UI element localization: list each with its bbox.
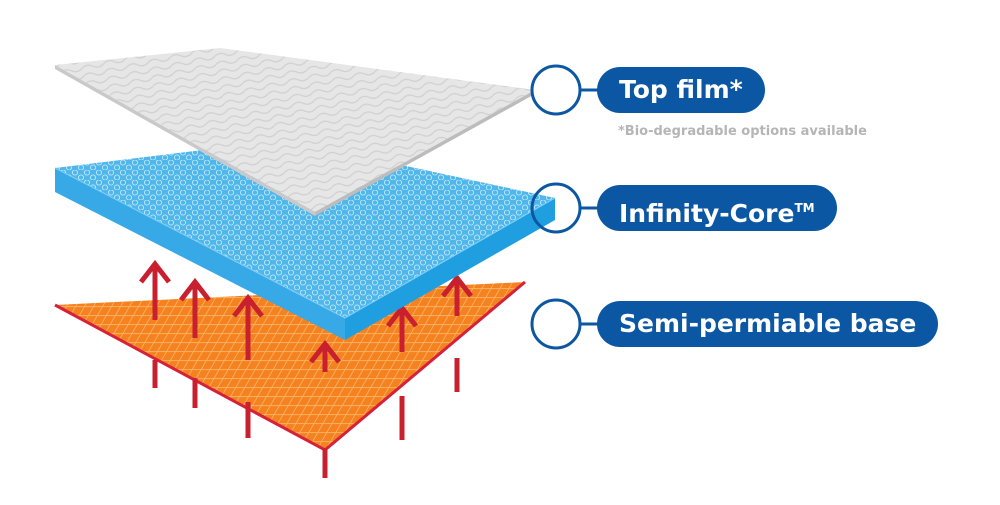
label-top-film-text: Top film* <box>619 75 743 104</box>
label-top-film: Top film* <box>597 67 765 113</box>
connector-base <box>530 298 600 350</box>
up-arrow-icon <box>179 277 211 338</box>
top-film-layer <box>55 48 535 216</box>
label-semi-permiable-base-text: Semi-permiable base <box>619 309 917 338</box>
note-bio-degradable: *Bio-degradable options available <box>618 124 867 139</box>
core-layer <box>54 140 556 340</box>
label-infinity-core: Infinity-CoreTM <box>597 185 837 231</box>
label-infinity-core-text: Infinity-Core <box>619 199 795 228</box>
connector-circle-icon <box>530 64 582 116</box>
up-arrow-icon <box>309 339 341 372</box>
up-arrow-icon <box>441 273 473 316</box>
up-arrow-icon <box>139 259 171 320</box>
label-infinity-core-sup: TM <box>794 201 815 215</box>
connector-circle-icon <box>530 182 582 234</box>
connector-circle-icon <box>530 298 582 350</box>
up-arrow-icon <box>386 303 418 352</box>
label-semi-permiable-base: Semi-permiable base <box>597 301 939 347</box>
up-arrow-icon <box>232 293 264 360</box>
arrows-group <box>139 259 473 478</box>
connector-top <box>530 64 600 116</box>
connector-core <box>530 182 600 234</box>
